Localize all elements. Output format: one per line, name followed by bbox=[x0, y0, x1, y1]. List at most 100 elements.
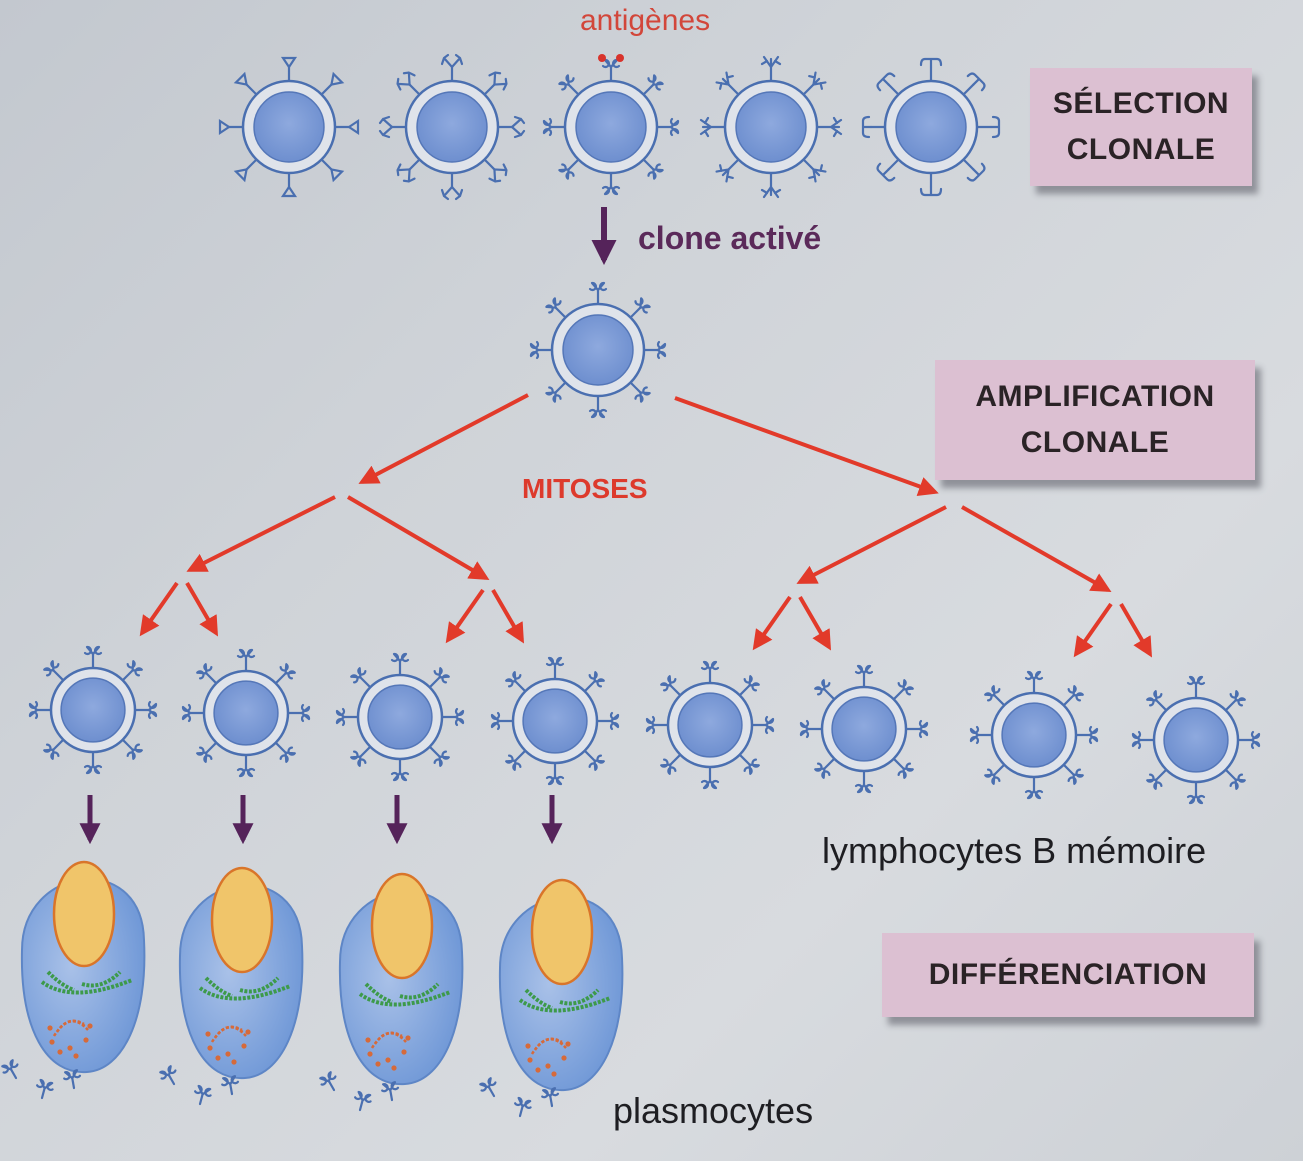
mitosis-arrow bbox=[1073, 602, 1113, 658]
receptor-icon bbox=[496, 115, 526, 139]
receptor-icon bbox=[545, 297, 567, 319]
receptor-icon bbox=[601, 58, 621, 83]
receptor-icon bbox=[121, 738, 143, 760]
mitosis-arrow bbox=[798, 595, 832, 651]
receptor-icon bbox=[428, 667, 450, 689]
secreted-antibodies-icon bbox=[319, 1071, 400, 1112]
mitosis-arrow bbox=[185, 581, 219, 637]
receptor-icon bbox=[1224, 768, 1246, 790]
memory-b-cell bbox=[969, 670, 1099, 800]
memory-b-cell bbox=[799, 664, 929, 794]
receptor-icon bbox=[629, 297, 651, 319]
receptor-icon bbox=[642, 158, 664, 180]
receptor-icon bbox=[588, 394, 608, 419]
antibody-icon bbox=[541, 1087, 560, 1108]
receptor-icon bbox=[715, 158, 740, 183]
receptor-icon bbox=[642, 74, 664, 96]
receptor-icon bbox=[43, 660, 65, 682]
golgi-apparatus-icon bbox=[205, 1025, 251, 1065]
golgi-apparatus-icon bbox=[365, 1031, 411, 1071]
receptor-icon bbox=[505, 749, 527, 771]
receptor-icon bbox=[750, 715, 775, 735]
receptor-icon bbox=[542, 117, 567, 137]
receptor-icon bbox=[28, 700, 53, 720]
receptor-icon bbox=[1024, 775, 1044, 800]
antibody-icon bbox=[319, 1071, 337, 1092]
plasma-cell-nucleus bbox=[210, 866, 274, 974]
receptor-icon bbox=[350, 745, 372, 767]
cell-nucleus bbox=[895, 91, 967, 163]
endoplasmic-reticulum-icon bbox=[198, 976, 291, 1001]
stage-box-selection: SÉLECTION CLONALE bbox=[1030, 68, 1252, 186]
plasma-cell bbox=[319, 872, 464, 1112]
cell-nucleus bbox=[677, 692, 743, 758]
cell-nucleus bbox=[367, 684, 433, 750]
cell-nucleus bbox=[522, 688, 588, 754]
antigen-icon bbox=[616, 54, 624, 62]
receptor-icon bbox=[854, 769, 874, 794]
daughter-cell-differentiating bbox=[181, 648, 311, 778]
receptor-icon bbox=[601, 171, 621, 196]
antibody-icon bbox=[63, 1069, 82, 1090]
stage-box-amplification: AMPLIFICATION CLONALE bbox=[935, 360, 1255, 480]
receptor-icon bbox=[1146, 768, 1168, 790]
receptor-icon bbox=[1186, 780, 1206, 805]
receptor-icon bbox=[962, 158, 986, 182]
cell-nucleus bbox=[253, 91, 325, 163]
receptor-icon bbox=[629, 381, 651, 403]
receptor-icon bbox=[876, 72, 900, 96]
memory-b-cell bbox=[1131, 675, 1261, 805]
receptor-icon bbox=[396, 158, 421, 183]
receptor-icon bbox=[595, 711, 620, 731]
plasma-cell-nucleus bbox=[52, 860, 116, 968]
receptor-icon bbox=[738, 753, 760, 775]
receptor-icon bbox=[1186, 675, 1206, 700]
receptor-icon bbox=[133, 700, 158, 720]
receptor-icon bbox=[545, 761, 565, 786]
receptor-icon bbox=[1062, 685, 1084, 707]
receptor-icon bbox=[233, 158, 258, 183]
arrows-layer bbox=[79, 207, 1153, 845]
endoplasmic-reticulum-icon bbox=[518, 988, 611, 1013]
receptor-icon bbox=[760, 55, 782, 83]
mitosis-arrow bbox=[796, 505, 947, 584]
receptor-icon bbox=[583, 671, 605, 693]
receptor-icon bbox=[815, 116, 843, 138]
memory-b-cell bbox=[645, 660, 775, 790]
receptor-icon bbox=[505, 671, 527, 693]
receptor-icon bbox=[876, 158, 900, 182]
activated-clone-label: clone activé bbox=[638, 220, 822, 256]
receptor-icon bbox=[760, 171, 782, 199]
mitosis-arrow bbox=[346, 495, 490, 581]
daughter-cell-differentiating bbox=[490, 656, 620, 786]
receptor-icon bbox=[1224, 690, 1246, 712]
receptor-icon bbox=[490, 711, 515, 731]
receptor-icon bbox=[529, 340, 554, 360]
cell-nucleus bbox=[1163, 707, 1229, 773]
mitosis-arrow bbox=[491, 588, 525, 644]
receptor-icon bbox=[83, 645, 103, 670]
daughter-cell-differentiating bbox=[335, 652, 465, 782]
receptor-icon bbox=[700, 765, 720, 790]
lymphocyte-candidate bbox=[861, 57, 1001, 197]
receptor-icon bbox=[440, 707, 465, 727]
receptor-icon bbox=[196, 663, 218, 685]
receptor-icon bbox=[274, 663, 296, 685]
receptor-icon bbox=[892, 679, 914, 701]
receptor-icon bbox=[969, 725, 994, 745]
receptor-icon bbox=[814, 679, 836, 701]
receptor-icon bbox=[236, 648, 256, 673]
antigen-icon bbox=[598, 54, 606, 62]
receptor-icon bbox=[320, 158, 345, 183]
receptor-icon bbox=[962, 72, 986, 96]
lymphocyte-candidate bbox=[542, 54, 680, 196]
lymphocyte-candidate bbox=[699, 55, 843, 199]
plasma-cell bbox=[159, 866, 304, 1106]
golgi-apparatus-icon bbox=[525, 1037, 571, 1077]
receptor-icon bbox=[233, 71, 258, 96]
receptor-icon bbox=[655, 117, 680, 137]
plasma-cell-nucleus bbox=[530, 878, 594, 986]
cell-nucleus bbox=[735, 91, 807, 163]
receptor-icon bbox=[121, 660, 143, 682]
receptor-icon bbox=[861, 115, 887, 139]
